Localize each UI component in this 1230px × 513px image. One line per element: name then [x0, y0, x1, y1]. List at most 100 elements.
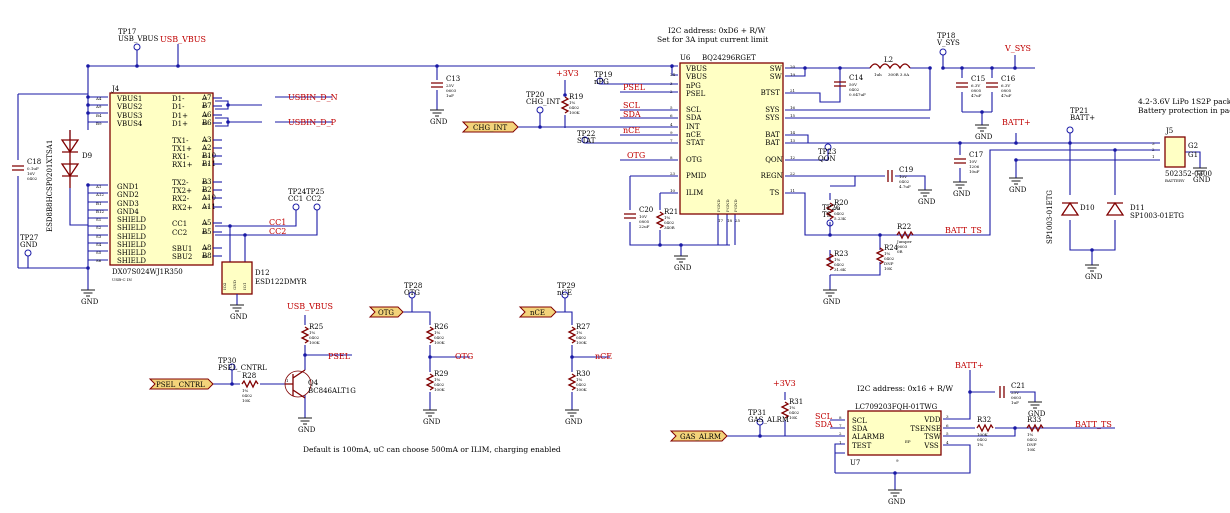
gnd-symbol: GND — [298, 417, 316, 434]
note-battery-pack-2: Battery protection in pack — [1138, 106, 1230, 115]
gnd-label: GND — [975, 133, 993, 141]
r26-spec: 0402 — [434, 335, 445, 340]
j5-pin1: 1 — [1152, 154, 1155, 159]
tp17-net: USB_VBUS — [118, 35, 158, 43]
j4-pin-name: VBUS1 — [116, 95, 142, 103]
j4-pin-num: A11 — [201, 205, 210, 210]
j4-pin-num-big: B10 — [202, 152, 216, 160]
c18-spec: 0.1uF — [27, 166, 39, 171]
r33-spec: 1% — [1027, 432, 1034, 437]
net-sda-u7: SDA — [815, 420, 833, 429]
port-otg-label: OTG — [378, 309, 394, 317]
port-nce[interactable]: nCE — [518, 306, 557, 318]
gnd-label: GND — [823, 298, 841, 306]
j5-ref: J5 — [1165, 127, 1173, 135]
port-otg[interactable]: OTG — [368, 306, 404, 318]
u6-pin-name: INT — [686, 123, 700, 131]
r29-ref: R29 — [434, 370, 448, 378]
tp22-net: STAT — [577, 137, 596, 145]
j4-pin-name: SHIELD — [117, 249, 146, 257]
u6-pin-name: SYS — [765, 106, 779, 114]
j4-pin-num: A8 — [201, 246, 208, 251]
u6-pin-num: 6 — [670, 113, 673, 118]
gnd-label: GND — [81, 298, 99, 306]
j4-pin-num-big: B8 — [202, 252, 212, 260]
j4-pin-num-big: A6 — [201, 111, 212, 119]
u6-pin-name: VBUS — [685, 65, 707, 73]
u6-pin-num: 4 — [670, 122, 673, 127]
tp30-ref: TP30 — [218, 357, 236, 365]
gnd-label: GND — [674, 264, 692, 272]
gnd-label: GND — [298, 426, 316, 434]
c16-spec: 6.3V — [1001, 83, 1010, 88]
c13-spec: 25V — [446, 83, 454, 88]
tp18-net: V_SYS — [936, 39, 960, 47]
j4-pin-name: GND4 — [117, 208, 139, 216]
j4-pin-name: D1- — [172, 103, 185, 111]
gnd-label: GND — [918, 198, 936, 206]
net-usbin-dp: USBIN_D_P — [288, 118, 337, 127]
c15-ref: C15 — [971, 75, 985, 83]
c13-ref: C13 — [446, 75, 460, 83]
tp26-ref: TP26 — [822, 204, 841, 212]
l2-spec: 300R 3.0A — [888, 72, 909, 77]
j4-pin-num: S1 — [96, 217, 101, 222]
l2-value: 1uh — [874, 72, 882, 77]
j4-pin-name: D1+ — [172, 120, 188, 128]
d11-value: SP1003-01ETG — [1130, 212, 1184, 220]
j4-pin-num-big: B2 — [202, 186, 212, 194]
u7-pin-num: 1 — [839, 440, 842, 445]
port-psel-cntrl[interactable]: PSEL_CNTRL — [148, 378, 214, 390]
j5-g1: G1 — [1188, 151, 1198, 159]
j4-pin-num: S4 — [96, 242, 102, 247]
c14-ref: C14 — [849, 74, 864, 82]
u6-pin-name: BTST — [761, 89, 781, 97]
j4-pin-num: S2 — [96, 225, 102, 230]
net-otg-u6: OTG — [627, 151, 645, 160]
tp18-ref: TP18 — [937, 32, 955, 40]
d9-ref: D9 — [82, 152, 92, 160]
r28-spec: 0402 — [242, 393, 253, 398]
tp31-net: GAS_ALRM — [748, 416, 789, 424]
port-gas-alrm[interactable]: GAS_ALRM — [669, 430, 728, 442]
u7-pin-name: TSENSE — [910, 425, 941, 433]
d12-ref: D12 — [255, 269, 270, 277]
j4-pin-name: SBU2 — [172, 253, 192, 261]
u6-pin-num: 5 — [670, 105, 673, 110]
c20-ref: C20 — [639, 206, 653, 214]
gnd-symbol: GND — [1193, 167, 1211, 184]
tp19-net: nPG — [594, 78, 609, 86]
r26-ref: R26 — [434, 323, 449, 331]
c18-spec: 0402 — [27, 176, 38, 181]
gnd-label: GND — [1009, 186, 1027, 194]
j4-pin-num: S6 — [96, 258, 102, 263]
u7-pin-num: 5 — [946, 431, 949, 436]
port-chg-int[interactable]: CHG_INT — [461, 121, 519, 133]
r22-spec: 0R — [897, 249, 904, 254]
j4-pin-name: CC1 — [172, 220, 187, 228]
u7-pin-name: VDD — [923, 416, 941, 424]
u6-pin-name: PGND — [733, 199, 738, 212]
c17-spec: 10uF — [969, 169, 980, 174]
note-i2c-gauge: I2C address: 0x16 + R/W — [857, 384, 953, 393]
j4-pin-num: A10 — [201, 196, 210, 201]
r20-spec: 1% — [834, 206, 841, 211]
u7-pin-num: 6 — [946, 423, 949, 428]
u6-pin-num: 3 — [670, 81, 673, 86]
j4-pin-name: D1+ — [172, 112, 188, 120]
r23-spec: 1% — [834, 257, 841, 262]
u7-pin-name: ALARMB — [851, 433, 884, 441]
u6-pin-num: 7 — [670, 138, 673, 143]
